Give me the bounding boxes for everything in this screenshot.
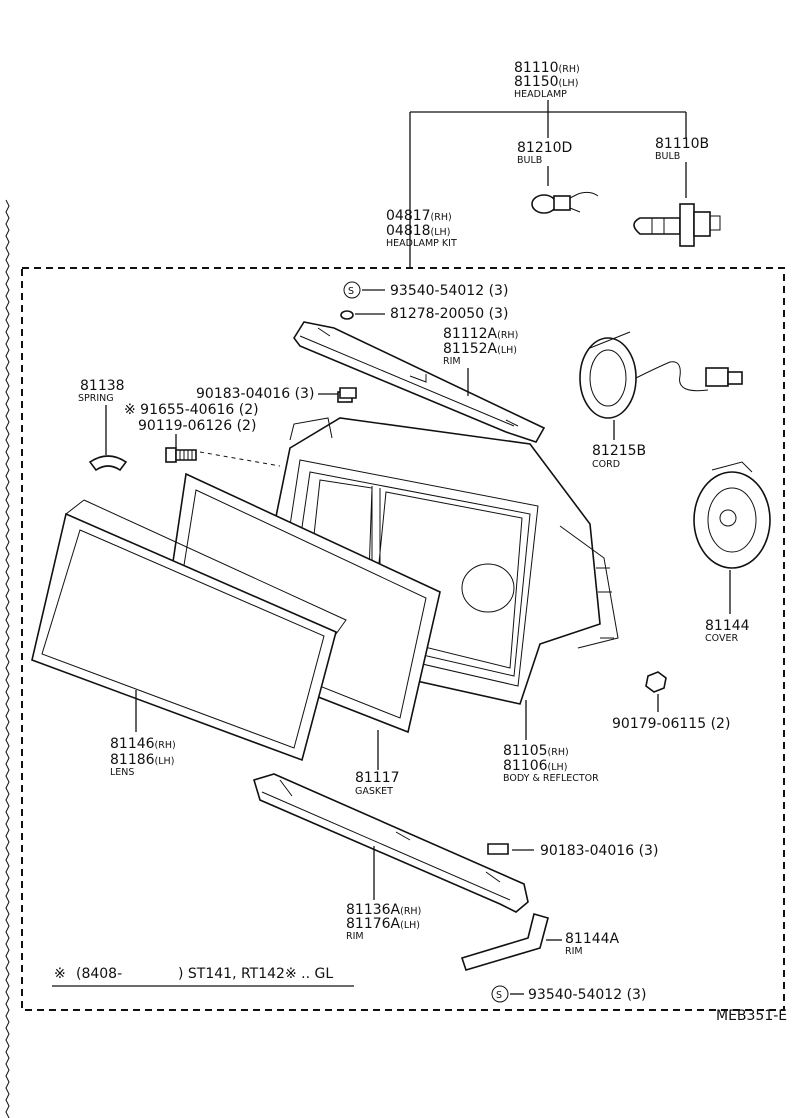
headlamp-pn-rh: 81110(RH) — [514, 60, 580, 76]
gasket-pn: 81117 — [355, 770, 400, 786]
lower-rim-icon — [253, 773, 529, 913]
kit-name: HEADLAMP KIT — [386, 238, 457, 249]
rim-bracket-icon — [460, 913, 549, 971]
footnote-models: ) ST141, RT142※ .. GL — [178, 966, 333, 982]
kit-boundary — [21, 267, 785, 1011]
bulb-h4-icon — [633, 203, 721, 247]
nut-upper-icon — [339, 387, 357, 399]
upper-rim-pn-rh: 81112A(RH) — [443, 326, 518, 342]
s-symbol-bottom — [491, 985, 509, 1003]
cover-pn: 81144 — [705, 618, 750, 634]
cord-name: CORD — [592, 459, 620, 470]
cord-icon — [579, 331, 743, 419]
washer-label: 81278-20050 (3) — [390, 306, 508, 322]
screw-bottom-label: 93540-54012 (3) — [528, 987, 646, 1003]
bulb-small-pn: 81210D — [517, 140, 572, 156]
headlamp-bracket — [409, 100, 687, 268]
bulb-h4-pn: 81110B — [655, 136, 709, 152]
nut-side-icon — [645, 671, 667, 693]
spring-pn: 81138 — [80, 378, 125, 394]
bolt-icon — [165, 447, 197, 463]
s-symbol-top — [343, 281, 361, 299]
cover-icon — [693, 461, 771, 569]
cover-name: COVER — [705, 633, 738, 644]
lens-icon — [31, 499, 347, 762]
upper-rim-pn-lh: 81152A(LH) — [443, 341, 517, 357]
kit-pn-rh: 04817(RH) — [386, 208, 452, 224]
bolt-marked-label: ※ 91655-40616 (2) — [124, 402, 259, 418]
cord-pn: 81215B — [592, 443, 646, 459]
diagram-code: MEB351-E — [716, 1008, 787, 1024]
gasket-name: GASKET — [355, 786, 393, 797]
s-symbol-top-letter: S — [348, 286, 354, 297]
footnote-mark: ※ — [54, 966, 66, 982]
nut-upper-label: 90183-04016 (3) — [196, 386, 314, 402]
footnote-range: (8408- — [76, 966, 122, 982]
lower-rim-name: RIM — [346, 931, 364, 942]
bulb-small-name: BULB — [517, 155, 542, 166]
upper-rim-name: RIM — [443, 356, 461, 367]
bulb-h4-name: BULB — [655, 151, 680, 162]
kit-pn-lh: 04818(LH) — [386, 223, 450, 239]
headlamp-name: HEADLAMP — [514, 89, 567, 100]
nut-lower-label: 90183-04016 (3) — [540, 843, 658, 859]
bolt-label: 90119-06126 (2) — [138, 418, 256, 434]
rim-bracket-name: RIM — [565, 946, 583, 957]
lens-pn-rh: 81146(RH) — [110, 736, 176, 752]
torn-edge — [5, 199, 10, 1118]
headlamp-pn-lh: 81150(LH) — [514, 74, 578, 90]
body-name: BODY & REFLECTOR — [503, 773, 599, 784]
lens-pn-lh: 81186(LH) — [110, 752, 174, 768]
washer-icon — [340, 310, 354, 320]
spring-icon — [88, 455, 128, 472]
lower-rim-pn-lh: 81176A(LH) — [346, 916, 420, 932]
s-symbol-bottom-letter: S — [496, 990, 502, 1001]
screw-top-label: 93540-54012 (3) — [390, 283, 508, 299]
nut-side-label: 90179-06115 (2) — [612, 716, 730, 732]
spring-name: SPRING — [78, 393, 114, 404]
body-pn-lh: 81106(LH) — [503, 758, 567, 774]
lens-name: LENS — [110, 767, 134, 778]
body-pn-rh: 81105(RH) — [503, 743, 569, 759]
nut-lower-icon — [487, 843, 509, 855]
rim-bracket-pn: 81144A — [565, 931, 620, 947]
bulb-small-icon — [531, 191, 599, 214]
lower-rim-pn-rh: 81136A(RH) — [346, 902, 421, 918]
